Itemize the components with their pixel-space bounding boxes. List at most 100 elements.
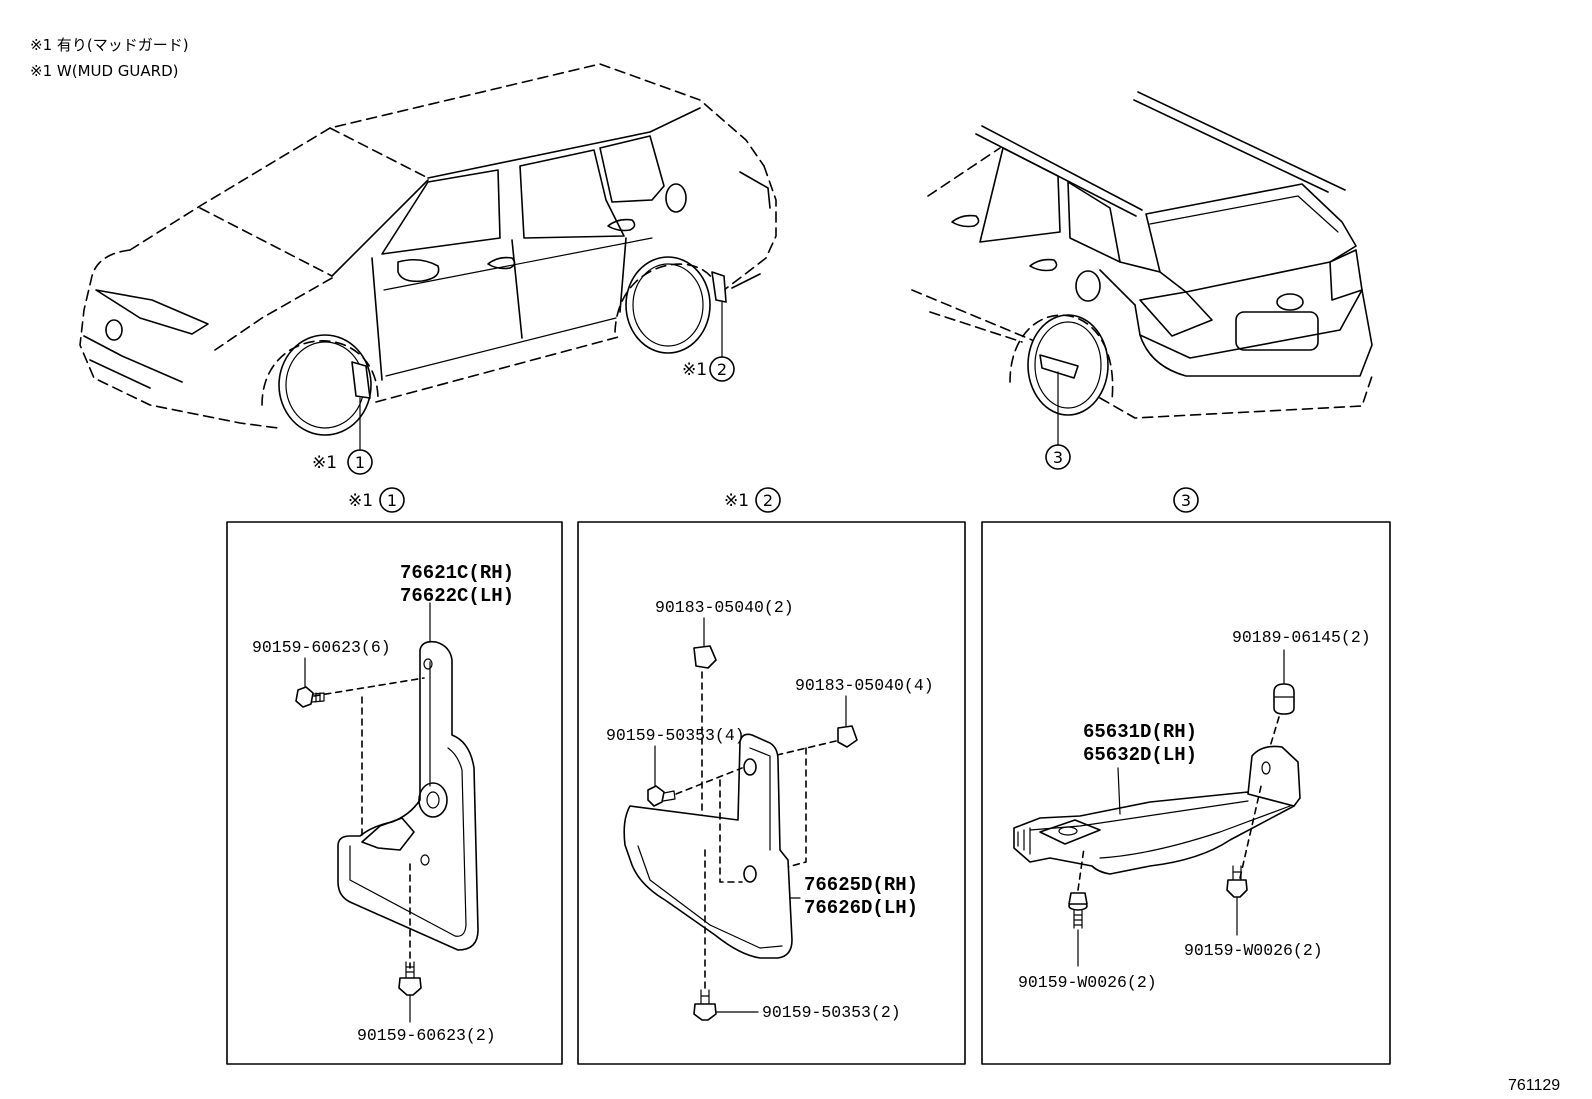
headlight <box>95 289 209 335</box>
rear-window <box>1145 183 1357 293</box>
mudguard-hole-lower <box>420 854 430 866</box>
screw-shank <box>311 692 325 703</box>
side-lower-line <box>911 289 1033 341</box>
mudguard-rear-hole-upper <box>743 758 757 776</box>
assembly-line-upper <box>313 677 425 697</box>
side-sill <box>375 335 623 403</box>
fuel-door <box>1075 270 1101 302</box>
panel-1-front-mudguard: 76621C(RH) 76622C(LH) 90159-60623(6) 901… <box>226 521 563 1065</box>
callout-mark: ※1 <box>312 453 337 473</box>
panel-circle <box>755 487 781 513</box>
panel-2-rear-mudguard: 90183-05040(2) 90183-05040(4) 90159-5035… <box>577 521 966 1065</box>
rear-spoiler <box>1149 195 1339 233</box>
front-door-window <box>381 169 501 255</box>
mudguard-rear-tongue-edge <box>749 747 771 851</box>
rear-tire <box>625 256 711 354</box>
rear-door-handle <box>951 214 980 228</box>
tail-lamp <box>731 171 771 289</box>
panel-number: 1 <box>387 491 397 510</box>
panel-mark: ※1 <box>348 491 373 511</box>
bumper-bottom <box>1099 375 1373 419</box>
part-number-nut: 90189-06145(2) <box>1232 628 1371 647</box>
mudguard-rear-hole-lower <box>743 865 757 883</box>
car-front-view <box>79 63 777 451</box>
callout-front-mudguard: ※1 1 <box>312 449 373 475</box>
front-grille <box>83 335 183 389</box>
side-window-front <box>979 147 1061 243</box>
clip-right <box>837 725 858 748</box>
part-number-rh: 76625D(RH) <box>804 874 918 896</box>
fender-line <box>214 277 333 351</box>
windshield-top-edge <box>329 127 429 179</box>
c-pillar <box>1099 261 1161 306</box>
rear-emblem <box>1276 293 1304 311</box>
callout-number: 1 <box>355 453 365 472</box>
rear-end-outline <box>723 165 777 291</box>
panel-number: 3 <box>1181 491 1191 510</box>
callout-number: 2 <box>717 360 727 379</box>
rear-shield-location <box>1039 354 1079 379</box>
shield-bracket-hole <box>1261 761 1271 775</box>
mudguard-hole-upper <box>423 658 433 670</box>
screw-upper <box>295 686 325 708</box>
rear-bumper <box>1139 289 1373 377</box>
rear-door-handle <box>607 218 636 232</box>
rear-wheel <box>1034 321 1102 409</box>
mudguard-rear-outline <box>623 733 793 959</box>
character-line <box>383 237 653 291</box>
screw-shank <box>405 961 415 979</box>
roof-rail-inner <box>1133 99 1329 193</box>
side-body-line <box>927 147 1001 197</box>
a-pillar <box>331 179 429 277</box>
screw-head <box>295 686 314 708</box>
shield-plate <box>1013 791 1295 875</box>
cowl-line <box>199 207 333 277</box>
screw-head <box>647 785 665 807</box>
nut-body <box>1273 683 1295 715</box>
part-number-lh: 76626D(LH) <box>804 897 918 919</box>
quarter-window <box>599 135 665 203</box>
rear-door-window <box>519 149 625 239</box>
front-door-edge <box>371 257 383 381</box>
mudguard-front-inner-edge <box>349 747 467 937</box>
front-wheel-arch <box>261 340 379 406</box>
part-number-screw-lower: 90159-60623(2) <box>357 1026 496 1045</box>
center-door-edge <box>511 239 523 339</box>
rear-door-handle-2 <box>1029 258 1058 272</box>
illustration-id: 761129 <box>1508 1077 1560 1094</box>
part-number-screw-left: 90159-W0026(2) <box>1018 973 1157 992</box>
front-bumper-outline <box>79 249 279 429</box>
assembly-line-right-vertical <box>753 747 807 877</box>
panel-3-frame <box>981 521 1391 1065</box>
far-roof-outline <box>129 63 765 251</box>
mudguard-mount-bracket <box>361 817 415 851</box>
part-number-rh: 76621C(RH) <box>400 562 514 584</box>
part-number-screw-lower: 90159-50353(2) <box>762 1003 901 1022</box>
side-mirror <box>397 258 440 283</box>
tail-lamp-right <box>1329 249 1363 301</box>
rear-mudguard-location <box>711 271 727 303</box>
front-wheel <box>285 341 365 429</box>
fuel-door <box>665 183 687 213</box>
clip-top <box>693 645 717 669</box>
callout-circle <box>1045 444 1071 470</box>
screw-head <box>693 1003 717 1021</box>
car-rear-view <box>911 91 1373 446</box>
leader-shield <box>1117 767 1121 815</box>
shield-end-ribs <box>1017 827 1031 855</box>
rear-door-edge <box>619 237 627 313</box>
front-door-handle <box>487 256 516 270</box>
nut <box>1273 683 1295 715</box>
part-number-screw-upper: 90159-50353(4) <box>606 726 745 745</box>
roof-rail-outer <box>1137 91 1346 191</box>
callout-circle <box>347 449 373 475</box>
screw-shank <box>700 989 710 1005</box>
callout-rear-mudguard: ※1 2 <box>682 356 735 382</box>
note-japanese: ※1 有り(マッドガード) <box>30 36 189 54</box>
tail-lamp-left <box>1139 291 1213 337</box>
mudguard-boss <box>418 782 448 818</box>
screw-head <box>1068 892 1088 905</box>
front-tire <box>278 334 372 436</box>
panel-mark: ※1 <box>724 491 749 511</box>
